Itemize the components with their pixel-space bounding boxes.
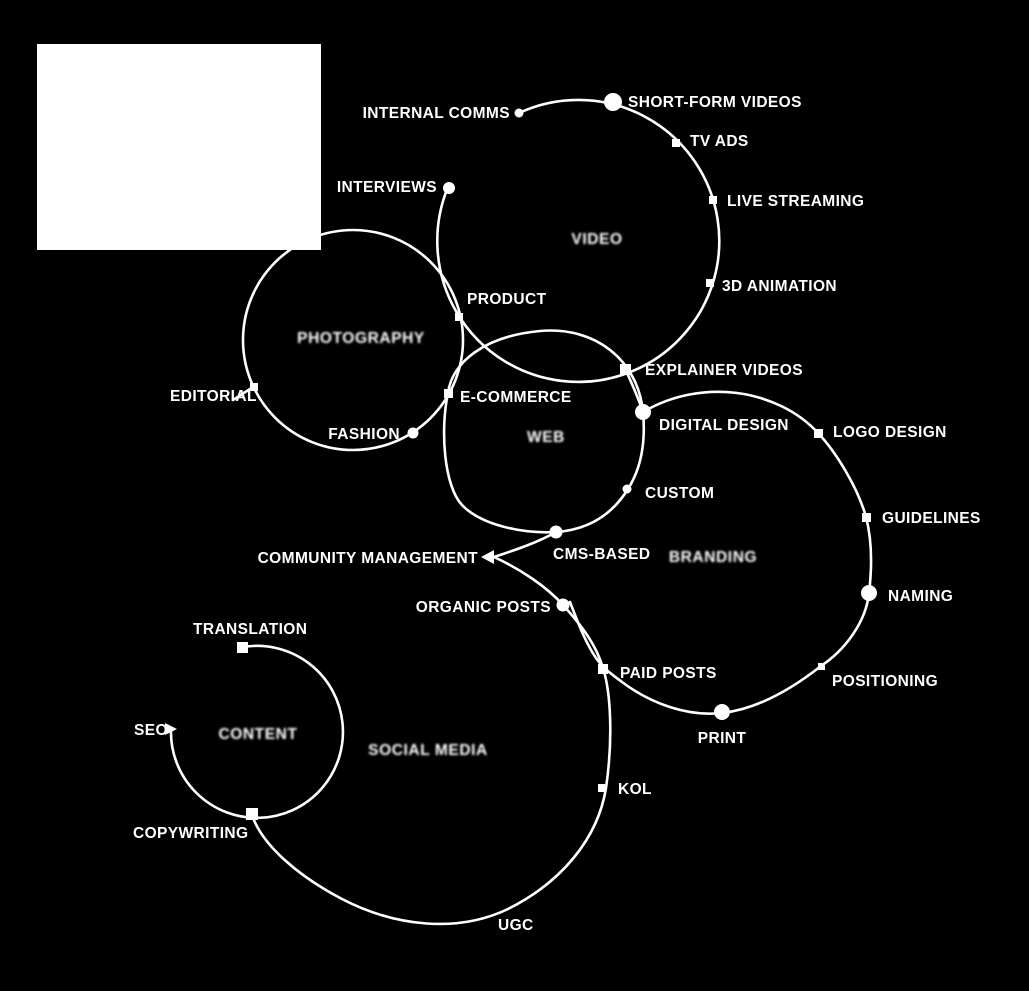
label-short-form-videos: SHORT-FORM VIDEOS bbox=[628, 94, 802, 111]
cluster-label-social-media: SOCIAL MEDIA bbox=[368, 742, 488, 759]
label-digital-design: DIGITAL DESIGN bbox=[659, 417, 789, 434]
label-internal-comms: INTERNAL COMMS bbox=[363, 105, 510, 122]
label-logo-design: LOGO DESIGN bbox=[833, 424, 947, 441]
label-translation: TRANSLATION bbox=[193, 621, 307, 638]
short-form-videos-node bbox=[604, 93, 622, 111]
label-fashion: FASHION bbox=[328, 426, 400, 443]
label-community-management: COMMUNITY MANAGEMENT bbox=[258, 550, 479, 567]
print-node bbox=[714, 704, 730, 720]
community-management-arrow-icon bbox=[481, 550, 494, 564]
label-3d-animation: 3D ANIMATION bbox=[722, 278, 837, 295]
internal-comms-node bbox=[514, 108, 524, 118]
digital-design-node bbox=[635, 404, 651, 420]
label-custom: CUSTOM bbox=[645, 485, 714, 502]
cluster-label-branding: BRANDING bbox=[669, 549, 757, 566]
label-naming: NAMING bbox=[888, 588, 953, 605]
label-paid-posts: PAID POSTS bbox=[620, 665, 717, 682]
label-editorial: EDITORIAL bbox=[170, 388, 257, 405]
3d-animation-node bbox=[706, 279, 714, 287]
label-guidelines: GUIDELINES bbox=[882, 510, 981, 527]
guidelines-node bbox=[862, 513, 871, 522]
label-kol: KOL bbox=[618, 781, 652, 798]
label-product: PRODUCT bbox=[467, 291, 547, 308]
label-seo: SEO bbox=[134, 722, 168, 739]
e-commerce-node bbox=[444, 389, 453, 398]
label-positioning: POSITIONING bbox=[832, 673, 938, 690]
editorial-node bbox=[250, 383, 258, 391]
custom-node bbox=[622, 484, 632, 494]
organic-posts-node bbox=[556, 598, 570, 612]
label-e-commerce: E-COMMERCE bbox=[460, 389, 572, 406]
cluster-label-web: WEB bbox=[527, 429, 565, 446]
photography-circle-arc bbox=[241, 228, 465, 452]
copywriting-node bbox=[246, 808, 258, 820]
logo-placeholder-box bbox=[37, 44, 321, 250]
explainer-videos-node bbox=[620, 364, 631, 375]
tv-ads-node bbox=[672, 139, 680, 147]
positioning-node bbox=[818, 663, 825, 670]
branding-circle-arc bbox=[568, 390, 873, 715]
logo-design-node bbox=[814, 429, 823, 438]
label-copywriting: COPYWRITING bbox=[133, 825, 248, 842]
label-interviews: INTERVIEWS bbox=[337, 179, 437, 196]
label-cms-based: CMS-BASED bbox=[553, 546, 650, 563]
video-circle-arc bbox=[436, 98, 721, 384]
content-circle-arc bbox=[169, 644, 345, 820]
fashion-node bbox=[407, 427, 419, 439]
paid-posts-node bbox=[598, 664, 608, 674]
live-streaming-node bbox=[709, 196, 717, 204]
cluster-label-video: VIDEO bbox=[571, 231, 622, 248]
label-live-streaming: LIVE STREAMING bbox=[727, 193, 864, 210]
label-ugc: UGC bbox=[498, 917, 534, 934]
product-node bbox=[455, 313, 463, 321]
cluster-label-photography: PHOTOGRAPHY bbox=[297, 330, 425, 347]
label-print: PRINT bbox=[698, 730, 747, 747]
label-tv-ads: TV ADS bbox=[690, 133, 749, 150]
kol-node bbox=[598, 784, 606, 792]
editorial-connector-line bbox=[231, 387, 252, 402]
seo-arrow-icon bbox=[165, 723, 177, 735]
translation-node bbox=[237, 642, 248, 653]
label-explainer-videos: EXPLAINER VIDEOS bbox=[645, 362, 803, 379]
cms-based-node bbox=[549, 525, 563, 539]
naming-node bbox=[861, 585, 877, 601]
cluster-label-content: CONTENT bbox=[218, 726, 297, 743]
label-organic-posts: ORGANIC POSTS bbox=[416, 599, 551, 616]
interviews-node bbox=[443, 182, 455, 194]
